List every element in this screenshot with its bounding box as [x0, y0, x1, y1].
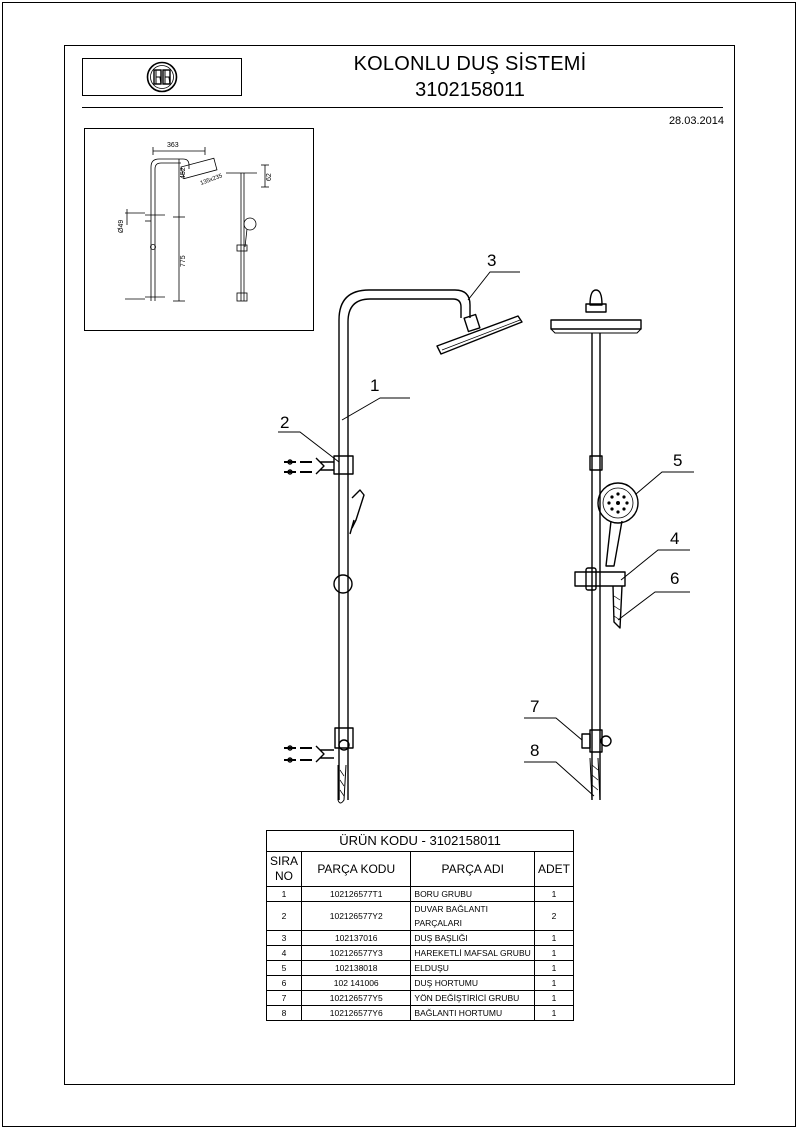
callout-4: 4 — [670, 529, 679, 548]
dim-diameter: Ø49 — [118, 220, 125, 233]
logo-box — [82, 58, 242, 96]
thumbnail-drawing: 363 452 135x235 62 Ø49 775 — [118, 142, 273, 302]
cell-ad: BAĞLANTI HORTUMU — [410, 1005, 535, 1021]
callout-3: 3 — [487, 251, 496, 270]
cell-adet: 1 — [533, 975, 575, 991]
slider-knob-front — [333, 574, 353, 594]
cell-kod: 102126577Y5 — [301, 990, 412, 1006]
cell-adet: 1 — [533, 960, 575, 976]
cell-ad: DUŞ HORTUMU — [410, 975, 535, 991]
leader-3 — [467, 271, 520, 301]
callout-6: 6 — [670, 569, 679, 588]
cell-kod: 102 141006 — [301, 975, 412, 991]
cell-ad: DUVAR BAĞLANTI PARÇALARI — [410, 901, 535, 931]
cell-ad: ELDUŞU — [410, 960, 535, 976]
cell-no: 4 — [265, 945, 303, 961]
table-row: 8 102126577Y6 BAĞLANTI HORTUMU 1 — [265, 1005, 575, 1021]
page-title: KOLONLU DUŞ SİSTEMİ — [353, 53, 587, 75]
column-pipe-outer — [338, 289, 471, 800]
cell-no: 2 — [265, 901, 303, 931]
drawing-frame — [64, 45, 735, 1085]
cell-adet: 1 — [533, 1005, 575, 1021]
col-adet: ADET — [533, 851, 575, 887]
leader-4 — [620, 549, 690, 581]
leader-5 — [635, 471, 694, 495]
cell-kod: 102137016 — [301, 930, 412, 946]
cell-no: 7 — [265, 990, 303, 1006]
callout-7: 7 — [530, 697, 539, 716]
leader-1 — [341, 397, 410, 421]
cell-no: 6 — [265, 975, 303, 991]
callout-1: 1 — [370, 376, 379, 395]
cell-kod: 102138018 — [301, 960, 412, 976]
cell-ad: HAREKETLİ MAFSAL GRUBU — [410, 945, 535, 961]
header-divider — [82, 107, 723, 108]
cell-kod: 102126577Y3 — [301, 945, 412, 961]
brand-logo-icon — [146, 61, 178, 93]
dim-side-head: 62 — [266, 173, 273, 181]
col-sira: SIRA NO — [265, 851, 303, 887]
cell-ad: YÖN DEĞİŞTİRİCİ GRUBU — [410, 990, 535, 1006]
cell-kod: 102126577T1 — [301, 886, 412, 902]
table-row: 3 102137016 DUŞ BAŞLIĞI 1 — [265, 930, 575, 946]
drawing-date: 28.03.2014 — [668, 115, 724, 127]
cell-ad: BORU GRUBU — [410, 886, 535, 902]
callout-2: 2 — [280, 413, 289, 432]
leader-6 — [617, 591, 690, 621]
table-title-row: ÜRÜN KODU - 3102158011 — [266, 830, 574, 852]
callout-8: 8 — [530, 741, 539, 760]
product-code: 3102158011 — [415, 79, 525, 101]
cell-adet: 1 — [533, 945, 575, 961]
leader-7 — [524, 717, 583, 741]
leader-8 — [524, 761, 595, 797]
table-row: 6 102 141006 DUŞ HORTUMU 1 — [265, 975, 575, 991]
callout-5: 5 — [673, 451, 682, 470]
cell-no: 1 — [265, 886, 303, 902]
leader-2 — [278, 431, 340, 463]
table-row: 5 102138018 ELDUŞU 1 — [265, 960, 575, 976]
table-header-row: SIRA NO PARÇA KODU PARÇA ADI ADET — [265, 851, 575, 887]
col-kod: PARÇA KODU — [301, 851, 412, 887]
col-sira-line2: NO — [275, 869, 293, 883]
dimension-thumbnail: 363 452 135x235 62 Ø49 775 — [84, 128, 314, 331]
dim-height-main: 775 — [180, 255, 187, 267]
cell-adet: 1 — [533, 886, 575, 902]
table-row: 7 102126577Y5 YÖN DEĞİŞTİRİCİ GRUBU 1 — [265, 990, 575, 1006]
cell-no: 3 — [265, 930, 303, 946]
cell-kod: 102126577Y6 — [301, 1005, 412, 1021]
table-title: ÜRÜN KODU - 3102158011 — [266, 830, 574, 852]
column-pipe-inner — [347, 298, 462, 800]
slider-side — [574, 571, 626, 587]
parts-table: ÜRÜN KODU - 3102158011 SIRA NO PARÇA KOD… — [265, 830, 575, 1021]
table-row: 1 102126577T1 BORU GRUBU 1 — [265, 886, 575, 902]
cell-adet: 1 — [533, 990, 575, 1006]
col-ad: PARÇA ADI — [410, 851, 535, 887]
cell-adet: 1 — [533, 930, 575, 946]
shower-head-front — [436, 315, 523, 355]
dim-width: 363 — [167, 142, 179, 149]
cell-ad: DUŞ BAŞLIĞI — [410, 930, 535, 946]
table-row: 4 102126577Y3 HAREKETLİ MAFSAL GRUBU 1 — [265, 945, 575, 961]
col-sira-line1: SIRA — [270, 854, 299, 868]
shower-head-side — [550, 319, 642, 330]
hand-shower-side — [597, 482, 639, 524]
dim-height-arm: 452 — [180, 167, 187, 179]
cell-no: 8 — [265, 1005, 303, 1021]
cell-adet: 2 — [533, 901, 575, 931]
cell-kod: 102126577Y2 — [301, 901, 412, 931]
cell-no: 5 — [265, 960, 303, 976]
table-row: 2 102126577Y2 DUVAR BAĞLANTI PARÇALARI 2 — [265, 901, 575, 931]
